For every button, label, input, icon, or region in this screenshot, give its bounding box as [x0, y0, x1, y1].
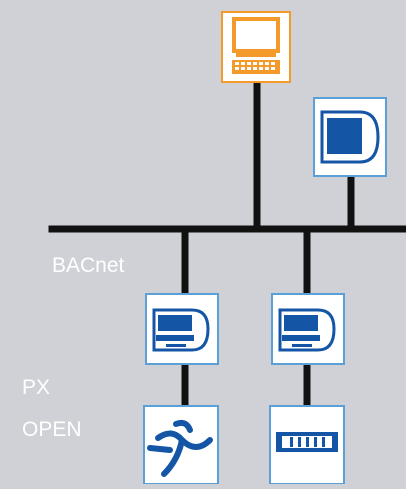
operator-panel-node[interactable]	[313, 97, 387, 177]
field-device-2-node[interactable]	[269, 405, 345, 485]
controller-display-icon	[278, 308, 336, 352]
controller-2-node[interactable]	[271, 293, 345, 365]
io-module-icon	[276, 432, 338, 452]
bacnet-bus-label: BACnet	[52, 254, 125, 277]
field-device-icon	[147, 419, 213, 477]
computer-workstation-icon	[232, 17, 280, 74]
connections	[48, 78, 406, 410]
workstation-node[interactable]	[221, 11, 291, 83]
touch-panel-icon	[320, 110, 380, 164]
open-label: OPEN	[22, 418, 82, 441]
controller-1-node[interactable]	[145, 293, 219, 365]
controller-display-icon	[152, 308, 210, 352]
px-label: PX	[22, 376, 51, 399]
field-device-1-node[interactable]	[143, 405, 219, 485]
